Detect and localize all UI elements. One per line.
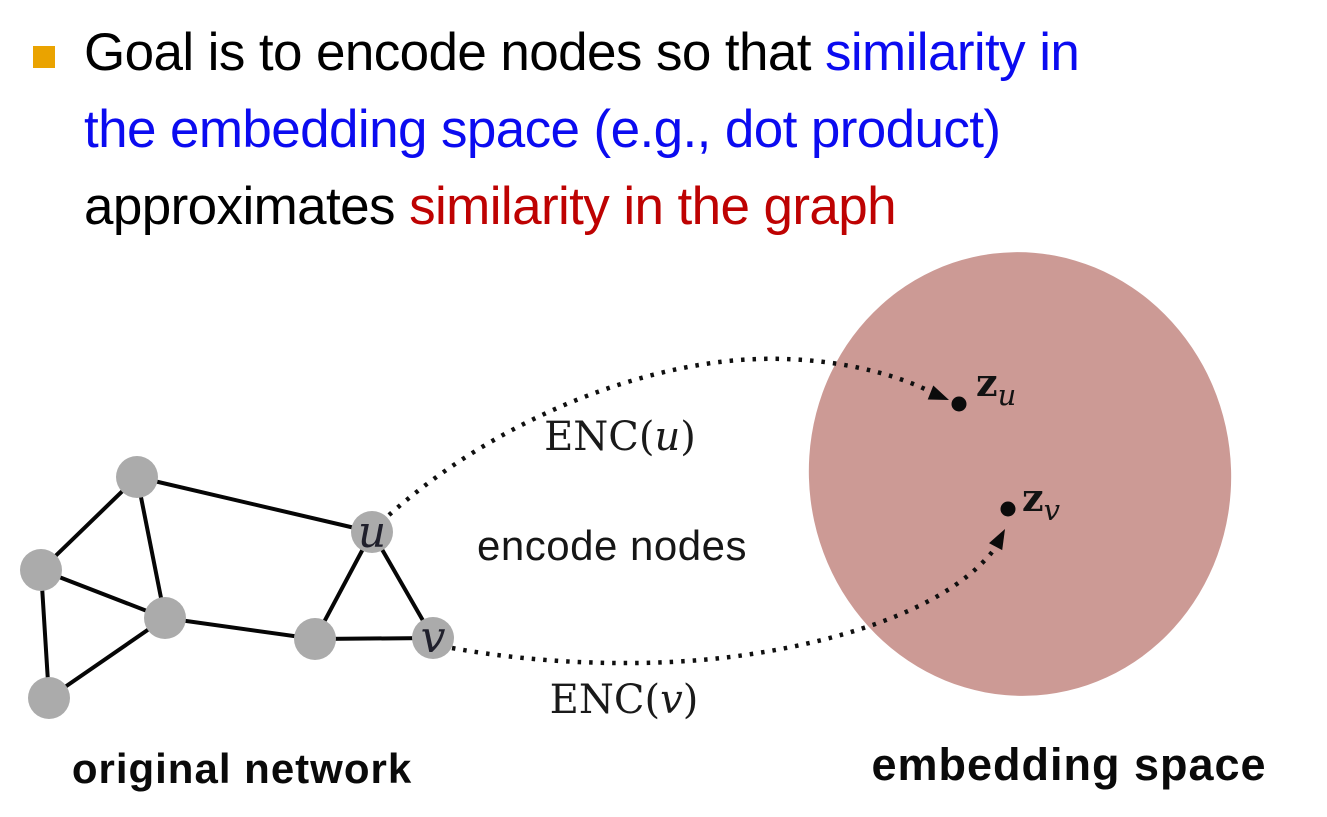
graph-node bbox=[116, 456, 158, 498]
bullet-marker-icon bbox=[33, 46, 55, 68]
original-network-caption: original network bbox=[72, 745, 412, 792]
graph-node bbox=[144, 597, 186, 639]
node-v-label: v bbox=[421, 612, 446, 663]
graph-edge bbox=[39, 568, 51, 700]
graph-node bbox=[20, 549, 62, 591]
bullet-text: Goal is to encode nodes so that similari… bbox=[84, 14, 1080, 245]
embedding-space-ellipse bbox=[808, 252, 1232, 696]
bullet-line1-black: Goal is to encode nodes so that bbox=[84, 23, 825, 82]
enc-u-label: ENC(u) bbox=[544, 414, 696, 460]
enc-u-dotted-curve bbox=[387, 356, 931, 517]
bullet-line-3: approximates similarity in the graph bbox=[84, 168, 1079, 245]
bullet-line1-blue: similarity in bbox=[824, 23, 1080, 82]
z-u-point bbox=[951, 396, 967, 412]
bullet-line3-black: approximates bbox=[84, 177, 410, 236]
node-u-label: u bbox=[358, 507, 386, 558]
enc-u-arrowhead-icon bbox=[927, 385, 949, 400]
graph-node bbox=[28, 677, 70, 719]
encode-nodes-label: encode nodes bbox=[477, 522, 747, 569]
graph-nodes bbox=[20, 456, 454, 719]
z-u-label: zu bbox=[976, 360, 1016, 412]
z-v-label: zv bbox=[1022, 475, 1061, 527]
bullet-line-2: the embedding space (e.g., dot product) bbox=[84, 91, 1079, 168]
enc-v-label: ENC(v) bbox=[550, 677, 699, 723]
z-v-point bbox=[1000, 501, 1016, 517]
graph-edge bbox=[39, 475, 139, 572]
enc-v-arrow bbox=[451, 529, 1005, 666]
embedding-space-caption: embedding space bbox=[871, 739, 1266, 790]
graph-edge bbox=[135, 475, 374, 534]
graph-node bbox=[294, 618, 336, 660]
graph-node-u bbox=[351, 511, 393, 553]
enc-u-arrow bbox=[387, 356, 949, 517]
enc-v-arrowhead-icon bbox=[989, 529, 1005, 551]
bullet-line3-red: similarity in the graph bbox=[409, 177, 897, 236]
bullet-line2-blue: the embedding space (e.g., dot product) bbox=[84, 100, 1001, 159]
graph-node-v bbox=[412, 617, 454, 659]
graph-edge bbox=[163, 616, 317, 641]
graph-edge bbox=[135, 475, 167, 620]
bullet-line-1: Goal is to encode nodes so that similari… bbox=[84, 14, 1080, 91]
graph-edge bbox=[47, 616, 167, 700]
graph-edge bbox=[39, 568, 167, 620]
